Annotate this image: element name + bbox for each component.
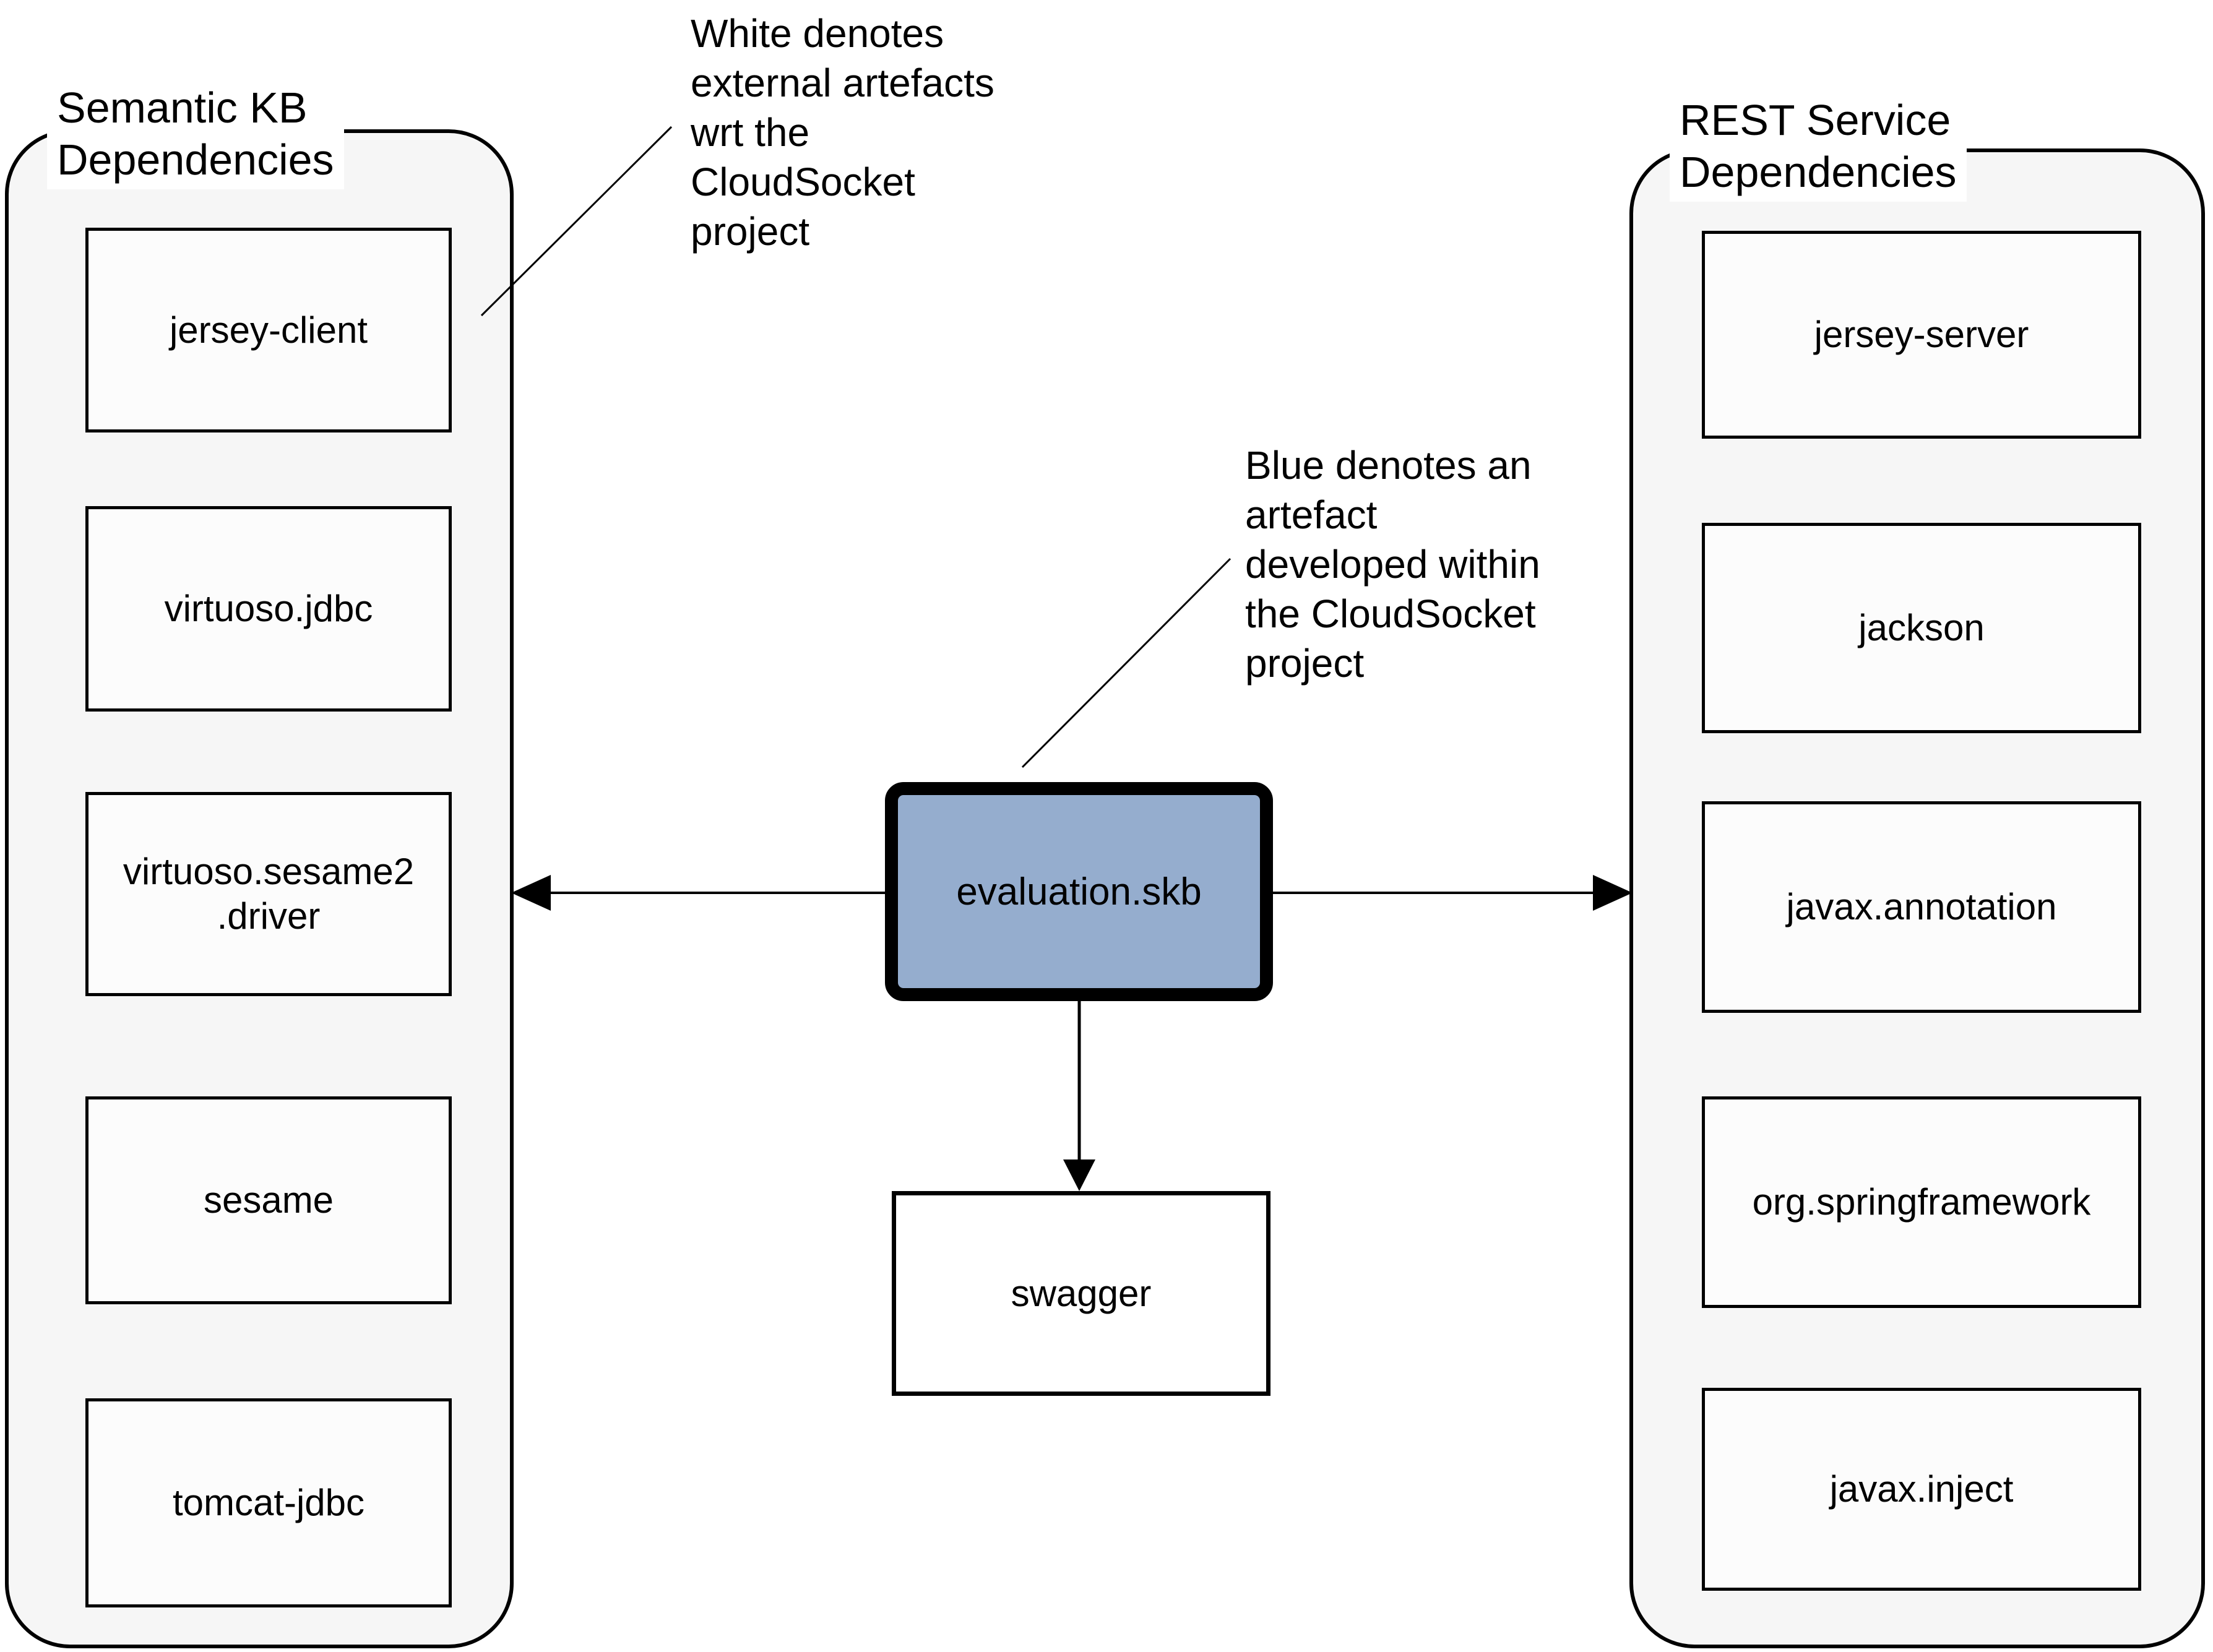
blue-legend-note: Blue denotes an artefact developed withi…: [1245, 443, 1540, 686]
dependency-box-javax-inject: javax.inject: [1702, 1388, 2141, 1591]
dependency-label: jackson: [1858, 607, 1985, 648]
dependency-box-jackson: jackson: [1702, 523, 2141, 733]
left-arrow: [511, 875, 885, 911]
down-arrow: [1063, 999, 1095, 1191]
dependency-box-virtuoso-sesame2-driver: virtuoso.sesame2 .driver: [85, 792, 452, 996]
dependency-box-jersey-client: jersey-client: [85, 228, 452, 432]
swagger-node: swagger: [892, 1191, 1270, 1396]
node-label: evaluation.skb: [956, 870, 1202, 913]
leader-line-blue-note: [1021, 557, 1232, 768]
dependency-box-org-springframework: org.springframework: [1702, 1096, 2141, 1308]
dependency-label: virtuoso.jdbc: [164, 588, 373, 629]
dependency-label: sesame: [203, 1179, 334, 1221]
dependency-label: tomcat-jdbc: [172, 1482, 365, 1523]
dependency-label: javax.inject: [1829, 1468, 2014, 1510]
dependency-label: javax.annotation: [1786, 886, 2057, 927]
dependency-box-javax-annotation: javax.annotation: [1702, 801, 2141, 1013]
dependency-box-sesame: sesame: [85, 1096, 452, 1304]
dependency-box-jersey-server: jersey-server: [1702, 231, 2141, 439]
dependency-label: org.springframework: [1752, 1181, 2091, 1223]
semantic-kb-group-title: Semantic KB Dependencies: [47, 78, 344, 189]
dependency-box-virtuoso-jdbc: virtuoso.jdbc: [85, 506, 452, 712]
dependency-label: jersey-server: [1814, 314, 2029, 355]
dependency-box-tomcat-jdbc: tomcat-jdbc: [85, 1398, 452, 1607]
dependency-label: virtuoso.sesame2 .driver: [123, 851, 415, 937]
dependency-label: jersey-client: [169, 309, 368, 351]
rest-service-group-title: REST Service Dependencies: [1670, 90, 1967, 202]
evaluation-skb-node: evaluation.skb: [885, 782, 1273, 1001]
white-legend-note: White denotes external artefacts wrt the…: [691, 11, 994, 254]
node-label: swagger: [1011, 1273, 1152, 1314]
right-arrow: [1273, 875, 1633, 911]
